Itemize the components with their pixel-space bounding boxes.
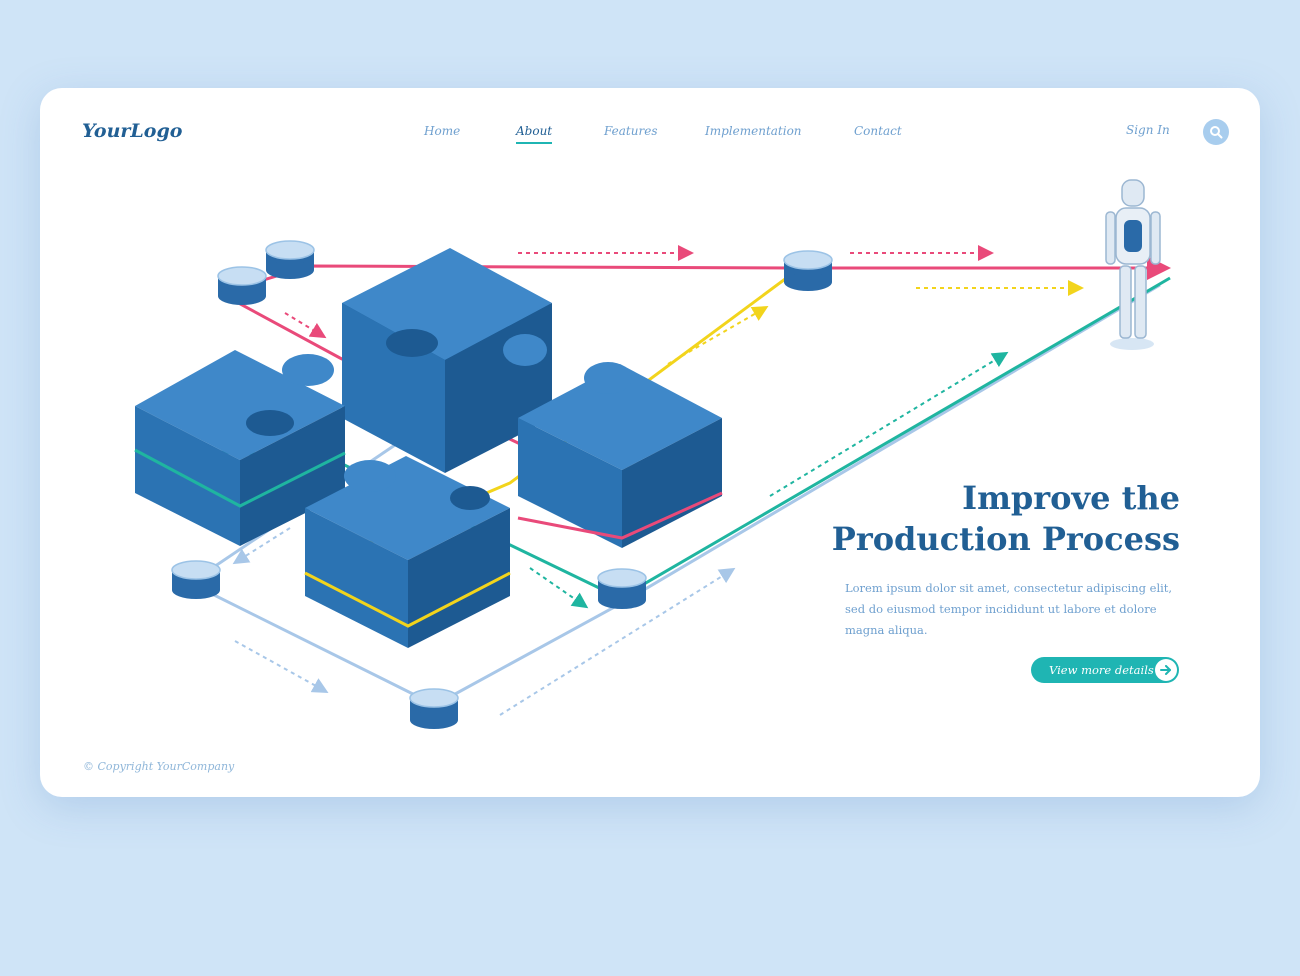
title-line-1: Improve the [962, 479, 1180, 517]
search-icon [1210, 126, 1223, 139]
node-disc [171, 560, 221, 599]
arrow-right-icon [1155, 659, 1177, 681]
sign-in-link[interactable]: Sign In [1126, 123, 1170, 137]
description-line-2: sed do eiusmod tempor incididunt ut labo… [845, 602, 1157, 616]
puzzle-piece-bottom [304, 456, 511, 648]
dashed-arrows [232, 245, 1084, 716]
main-nav: Home About Features Implementation Conta… [40, 124, 1260, 144]
view-more-details-button[interactable]: View more details [1031, 657, 1179, 683]
description-line-1: Lorem ipsum dolor sit amet, consectetur … [845, 581, 1173, 595]
node-disc [783, 250, 833, 291]
node-disc [409, 688, 459, 729]
nav-contact[interactable]: Contact [854, 124, 902, 138]
landing-card: YourLogo Home About Features Implementat… [40, 88, 1260, 797]
description-line-3: magna aliqua. [845, 623, 928, 637]
copyright: © Copyright YourCompany [83, 760, 235, 773]
logo[interactable]: YourLogo [82, 120, 183, 142]
page-title: Improve the Production Process [760, 478, 1180, 560]
title-line-2: Production Process [831, 520, 1180, 558]
search-button[interactable] [1203, 119, 1229, 145]
hero-description: Lorem ipsum dolor sit amet, consectetur … [845, 578, 1195, 641]
nav-features[interactable]: Features [604, 124, 658, 138]
nav-home[interactable]: Home [424, 124, 461, 138]
node-disc [597, 568, 647, 609]
nav-about[interactable]: About [516, 124, 553, 144]
puzzle-piece-right [517, 362, 723, 548]
puzzle-piece-top [342, 248, 552, 473]
node-disc [217, 266, 267, 305]
cta-label: View more details [1049, 663, 1154, 677]
node-disc [265, 240, 315, 279]
production-illustration [134, 179, 1171, 729]
robot-figure [1105, 179, 1161, 350]
nav-implementation[interactable]: Implementation [705, 124, 802, 138]
puzzle-piece-left [134, 350, 346, 546]
